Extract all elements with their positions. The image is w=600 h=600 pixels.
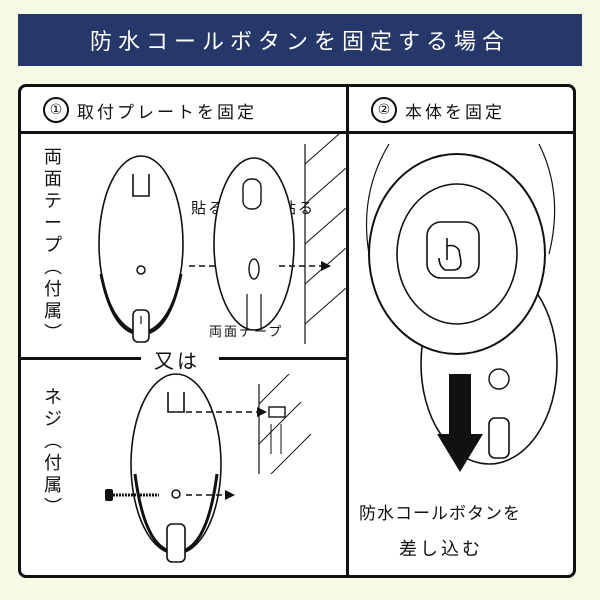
tape-method-label: 両 面 テ ー プ ︵ 付 属 ︶: [44, 147, 62, 344]
instruction-line2: 差し込む: [399, 539, 483, 560]
instruction-line1: 防水コールボタンを: [359, 504, 521, 524]
stick-label-1: 貼る: [191, 199, 226, 217]
screw-method-label: ネ ジ ︵ 付 属 ︶: [44, 387, 62, 518]
title-banner: 防水コールボタンを固定する場合: [18, 14, 582, 66]
column-divider: [346, 87, 349, 575]
hand-icon: [438, 238, 462, 271]
instruction-frame: ① 取付プレートを固定 ② 本体を固定 又は 両 面 テ ー プ ︵ 付 属 ︶…: [18, 84, 576, 578]
page-title: 防水コールボタンを固定する場合: [89, 30, 510, 55]
step2-number: ②: [371, 97, 397, 123]
step1-number: ①: [43, 97, 69, 123]
wall-hatch: [304, 133, 347, 344]
separator-line-left: [21, 357, 141, 360]
screw-icon: [105, 489, 159, 501]
mounting-plate-screw-drawing: [105, 373, 312, 563]
arrow-down-icon: [437, 374, 483, 472]
step1-label: 取付プレートを固定: [77, 102, 257, 123]
step2-label: 本体を固定: [405, 102, 505, 123]
separator-line-right: [219, 357, 346, 360]
separator-text: 又は: [154, 349, 200, 373]
step1-header: ① 取付プレートを固定: [43, 97, 257, 123]
step2-header: ② 本体を固定: [371, 97, 505, 123]
call-button-insert-drawing: [365, 143, 558, 472]
header-divider: [21, 131, 573, 134]
mounting-plate-tape-drawing: [98, 133, 347, 344]
